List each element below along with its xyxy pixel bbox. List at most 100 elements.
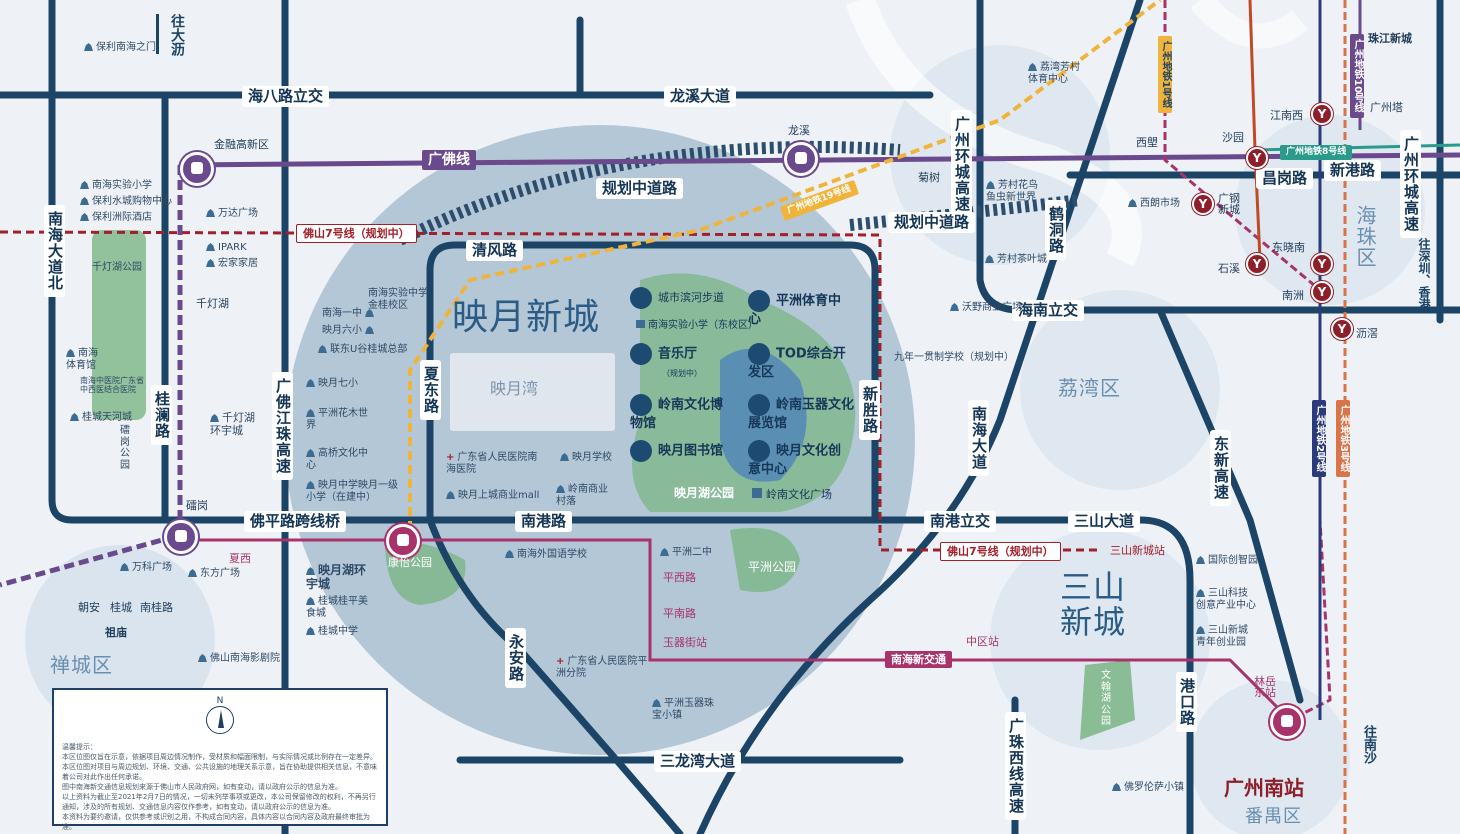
poi-lixue-park: 礌岗公园 (120, 425, 130, 471)
road-sanlongwan: 三龙湾大道 (654, 751, 742, 772)
poi-yyh-hyc: 映月湖环宇城 (306, 563, 367, 591)
direction-nansha: 往南沙 (1361, 725, 1376, 764)
poi-qdh-hjg: 千灯湖环宇城 (210, 411, 255, 437)
road-nangang-interchange: 南港立交 (924, 511, 997, 532)
line-guangfo-tag: 广佛线 (422, 150, 476, 170)
station-gznan-icon[interactable] (1270, 705, 1304, 739)
poi-sanshan-qn: 三山新城青年创业园 (1196, 625, 1248, 648)
line-tram-tag: 南海新交通 (885, 651, 952, 668)
feature-sports: 平洲体育中心 (748, 290, 848, 328)
metro-nanzhou-icon[interactable] (1311, 281, 1333, 303)
road-xingang: 新港路 (1324, 160, 1382, 181)
station-longxi: 龙溪 (788, 124, 810, 137)
station-guanggang: 广钢新城 (1218, 192, 1240, 216)
poi-gcgp: 桂城桂平美食城 (306, 596, 368, 619)
district-yingyue: 映月新城 (452, 297, 601, 338)
station-guangzhouta: 广州塔 (1370, 101, 1403, 114)
compass-icon (206, 706, 234, 734)
station-kangyi-icon[interactable] (386, 524, 420, 558)
feature-yuqi: 岭南玉器文化展览馆 (748, 394, 860, 432)
line-fs7-tag: 佛山7号线（规划中） (296, 224, 417, 243)
poi-yyly: 映月六小 (322, 325, 377, 337)
poi-wanda: 万达广场 (206, 208, 258, 220)
station-guicheng: 桂城 (110, 601, 132, 614)
poi-guoji-cq: 国际创智园 (1196, 555, 1258, 567)
disclaimer-box: N 温馨提示： 本区位图仅旨在示意，依据项目周边情况制作，受材质和幅面限制，与实… (52, 688, 388, 831)
metro-guanggang-icon[interactable] (1192, 193, 1214, 215)
station-shixi: 石溪 (1218, 262, 1240, 275)
station-dongxiaonan: 东晓南 (1272, 241, 1305, 254)
feature-nhsy-dong: 南海实验小学（东校区） (636, 320, 758, 332)
feature-tod: TOD综合开发区 (748, 343, 858, 381)
district-liwan: 荔湾区 (1058, 376, 1121, 400)
metro-jiangnanxi-icon[interactable] (1311, 103, 1333, 125)
road-planned-b: 规划中道路 (888, 212, 976, 233)
station-nanzhou: 南洲 (1282, 289, 1304, 302)
poi-gczx: 桂城中学 (306, 626, 358, 638)
poi-liandong: 联东U谷桂城总部 (318, 344, 407, 356)
poi-fangcun-tea: 芳村茶叶城 (985, 254, 1047, 266)
station-longxi-icon[interactable] (784, 142, 818, 176)
poi-gdsrm: +广东省人民医院南海医院 (446, 452, 538, 475)
station-chaoan: 朝安 (78, 601, 100, 614)
line-gz8-tag: 广州地铁8号线 (1280, 145, 1353, 160)
metro-dongxiaonan-icon[interactable] (1311, 253, 1333, 275)
road-guilan: 桂澜路 (151, 385, 172, 445)
station-jushu: 菊树 (918, 171, 940, 184)
feature-museum: 岭南文化博物馆 (630, 394, 730, 432)
feature-lingnan-sq: 岭南文化广场 (752, 488, 832, 501)
metro-shixi-icon[interactable] (1246, 253, 1268, 275)
poi-dongfang: 东方广场 (188, 568, 240, 580)
road-qingfeng: 清风路 (466, 240, 524, 261)
poi-yyzx: 映月中学映月一级小学（在建中） (306, 480, 398, 503)
station-jinrong-icon[interactable] (180, 152, 214, 186)
road-gangkou: 港口路 (1176, 672, 1197, 732)
poi-wenhan-park: 文翰湖公园 (1101, 670, 1111, 727)
road-nanhai-north: 南海大道北 (44, 205, 65, 297)
disclaimer-line-4: 以上资料为截止至2021年2月7日的情况，一切未列举事项或更改，本公司保留修改的… (62, 793, 376, 811)
poi-sanshan-kj: 三山科技创意产业中心 (1196, 588, 1256, 611)
road-xiadong: 夏东路 (420, 360, 441, 420)
district-chancheng: 禅城区 (50, 653, 113, 677)
road-guangzhuxi: 广珠西线高速 (1005, 712, 1026, 820)
station-pingxi: 平西路 (663, 571, 696, 584)
direction-dali: 往大沥 (169, 14, 185, 56)
poi-xilang-shi: 西朗市场 (1128, 198, 1180, 210)
station-xiaxi: 夏西 (229, 552, 251, 565)
disclaimer-line-5: 本资料为要约邀请，仅供参考或识别之用，不构成合同内容，具体内容以合同内容及政府最… (62, 813, 370, 831)
line-gz2-tag: 广州地铁2号线 (1312, 400, 1326, 477)
station-leigang-icon[interactable] (164, 520, 198, 554)
feature-yyh-park: 映月湖公园 (674, 486, 735, 500)
feature-concert: 音乐厅（规划中） (630, 343, 702, 381)
road-haitong: 南海大道 (968, 400, 989, 476)
poi-fs-nh-yy: 佛山南海影剧院 (198, 653, 280, 665)
poi-pingzhou-hm: 平洲花木世界 (306, 408, 368, 431)
road-huancheng-a: 广州环城高速 (951, 110, 972, 218)
poi-wanli: 万科广场 (120, 562, 172, 574)
station-pingnan: 平南路 (663, 607, 696, 620)
metro-shayuan-icon[interactable] (1246, 147, 1268, 169)
district-panyu: 番禺区 (1245, 806, 1302, 827)
poi-nh1z: 南海一中 (322, 308, 377, 320)
poi-lixi-sports: 荔湾芳村体育中心 (1028, 62, 1080, 85)
line-gz1-tag: 广州地铁1号线 (1158, 36, 1172, 113)
poi-guicheng-tianhe: 桂城天河城 (70, 412, 132, 424)
poi-baoli-nh: 保利南海之门 (84, 42, 156, 54)
road-yongan: 永安路 (505, 628, 526, 688)
station-shayuan: 沙园 (1222, 131, 1244, 144)
poi-nh-tiyu: 南海体育馆 (66, 348, 98, 371)
station-zumiao: 祖庙 (105, 626, 127, 639)
road-changgang: 昌岗路 (1256, 168, 1314, 189)
poi-gaoqiao: 高桥文化中心 (306, 448, 368, 471)
metro-liluo-icon[interactable] (1331, 318, 1353, 340)
road-longxi: 龙溪大道 (664, 86, 737, 107)
road-hainan-interchange: 海南立交 (1012, 300, 1085, 321)
station-jiangnanxi: 江南西 (1270, 109, 1303, 122)
poi-fangcun: 芳村花鸟鱼虫新世界 (986, 180, 1038, 203)
poi-pingzhou2z: 平洲二中 (660, 547, 712, 559)
line-fs7b-tag: 佛山7号线（规划中） (940, 542, 1061, 561)
poi-nhsy: 南海实验小学 (80, 180, 152, 192)
poi-woye: 沃野商业广场 (950, 302, 1022, 314)
